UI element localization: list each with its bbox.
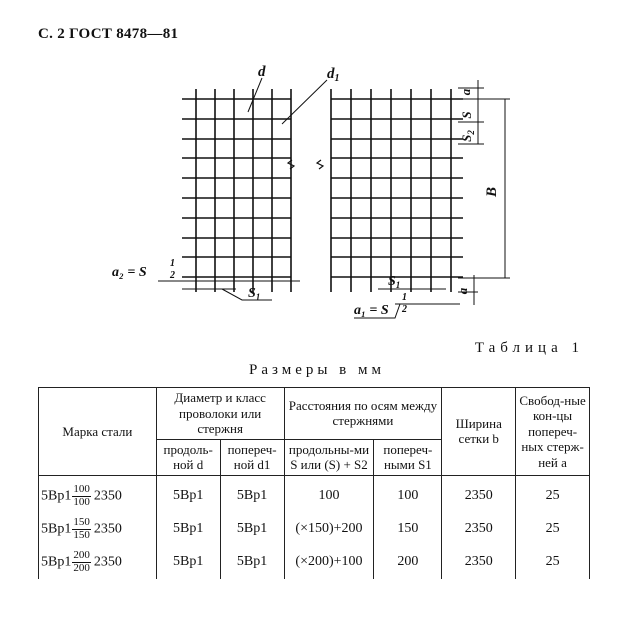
label-d1: d1 — [327, 66, 340, 84]
label-a1-frac-num: 1 — [402, 292, 407, 303]
leader-s1-left — [221, 288, 272, 301]
cell-d1: 5Вр1 — [219, 474, 285, 513]
label-s-top: S — [459, 111, 474, 118]
cell-d: 5Вр1 — [155, 512, 221, 546]
label-d1-sub: 1 — [335, 73, 340, 84]
leader-d — [247, 77, 263, 113]
cell-b: 2350 — [441, 474, 517, 513]
left-mesh-grid — [182, 89, 292, 292]
cell-d: 5Вр1 — [155, 545, 221, 579]
table-number: Таблица 1 — [474, 340, 584, 356]
cell-a: 25 — [515, 512, 590, 546]
cell-b: 2350 — [441, 512, 517, 546]
leader-d1 — [281, 79, 328, 125]
th-transverse-d1: попереч-ной d1 — [219, 438, 285, 476]
cell-s1: 150 — [373, 512, 443, 546]
cell-s1: 100 — [373, 474, 443, 513]
table-caption: Размеры в мм — [248, 362, 385, 378]
break-mark-left — [286, 159, 296, 170]
label-a2-frac-den: 2 — [169, 270, 175, 281]
label-a-bottom: a — [455, 287, 470, 294]
cell-a: 25 — [515, 474, 590, 513]
cell-d1: 5Вр1 — [219, 512, 285, 546]
label-a1-frac-den: 2 — [401, 304, 407, 315]
cell-a: 25 — [515, 545, 590, 579]
label-s1-right: S1 — [388, 274, 400, 290]
label-a-top: a — [458, 88, 473, 95]
label-b: B — [484, 187, 500, 198]
label-s1-left: S1 — [248, 286, 260, 302]
label-d: d — [258, 64, 266, 80]
th-width: Ширина сетки b — [441, 387, 517, 476]
break-mark-right — [315, 159, 325, 170]
cell-d: 5Вр1 — [155, 474, 221, 513]
th-longitudinal-d: продоль-ной d — [155, 438, 221, 476]
th-transverse-s1: попереч-ными S1 — [373, 438, 443, 476]
cell-d1: 5Вр1 — [219, 545, 285, 579]
th-free-ends: Свобод-ные кон-цы попереч-ных стерж-ней … — [515, 387, 590, 476]
label-s2-top: S2 — [459, 130, 476, 142]
cell-s: (×200)+100 — [283, 545, 375, 579]
th-spacing-group: Расстояния по осям между стержнями — [283, 387, 443, 440]
spec-table: Марка стали Диаметр и класс проволоки ил… — [38, 387, 590, 579]
label-a2-frac-num: 1 — [170, 258, 175, 269]
right-mesh-grid — [330, 89, 463, 292]
label-a2: a₂ = S — [112, 265, 147, 280]
th-diameter-group: Диаметр и класс проволоки или стержня — [155, 387, 285, 440]
th-longitudinal-s: продольны-ми S или (S) + S2 — [283, 438, 375, 476]
cell-b: 2350 — [441, 545, 517, 579]
cell-s: 100 — [283, 474, 375, 513]
page-header: С. 2 ГОСТ 8478—81 — [38, 26, 179, 42]
mesh-drawing: d d1 a S S2 B a a₂ = S 1 2 S1 S1 a₁ = S … — [112, 64, 510, 319]
th-steel-grade: Марка стали — [38, 387, 157, 476]
leader-a1 — [354, 303, 401, 319]
cell-s1: 200 — [373, 545, 443, 579]
cell-s: (×150)+200 — [283, 512, 375, 546]
label-a1: a₁ = S — [354, 303, 389, 318]
